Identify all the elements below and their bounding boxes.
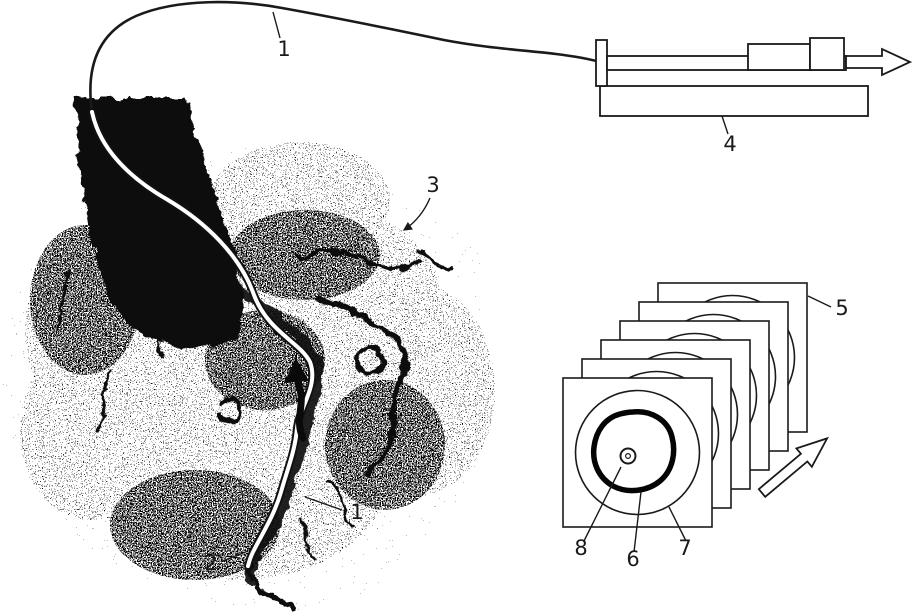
vessel-arrow-head — [284, 358, 309, 383]
leader-coronary-tree-arrow — [402, 197, 431, 231]
device-carriage — [747, 43, 811, 71]
label-guidewire-top: 1 — [277, 37, 290, 61]
vessel-cross-section-circle — [574, 389, 701, 516]
leader-guidewire-top — [272, 11, 281, 39]
device-base-housing — [599, 85, 869, 117]
leader-image-stack — [807, 295, 832, 308]
stack-frame-front — [562, 377, 713, 528]
label-image-stack: 5 — [835, 296, 848, 320]
up-right-arrow-icon — [757, 436, 829, 499]
stipple-texture-dense — [30, 210, 445, 580]
leader-lumen-contour — [633, 491, 642, 553]
label-pullback-device: 4 — [723, 132, 736, 156]
pullback-device — [595, 37, 869, 117]
right-arrow-icon — [845, 47, 913, 77]
image-stack — [562, 282, 808, 528]
heart-angiogram — [2, 98, 498, 612]
leader-vessel-cross-section — [668, 506, 687, 542]
label-vessel-cross-section: 7 — [678, 536, 691, 560]
label-imaging-core: 8 — [574, 536, 587, 560]
leader-lines — [222, 11, 832, 562]
label-coronary-tree: 3 — [426, 173, 439, 197]
leader-guidewire-distal — [304, 496, 343, 511]
leader-pullback-device — [721, 115, 729, 135]
label-guidewire-distal: 1 — [350, 500, 363, 524]
guidewire-proximal-path — [89, 0, 602, 114]
vessel-arrow-shaft — [294, 376, 307, 442]
leader-imaging-core — [583, 466, 622, 542]
device-right-block — [809, 37, 845, 71]
lumen-contour-path — [590, 409, 677, 494]
catheter-core-path — [90, 110, 315, 568]
label-catheter-tip: 2 — [204, 551, 217, 575]
device-left-post — [595, 39, 608, 87]
leader-catheter-tip — [222, 550, 249, 562]
label-lumen-contour: 6 — [626, 547, 639, 571]
catheter-assembly — [88, 0, 602, 570]
guidewire-dot — [624, 453, 631, 460]
